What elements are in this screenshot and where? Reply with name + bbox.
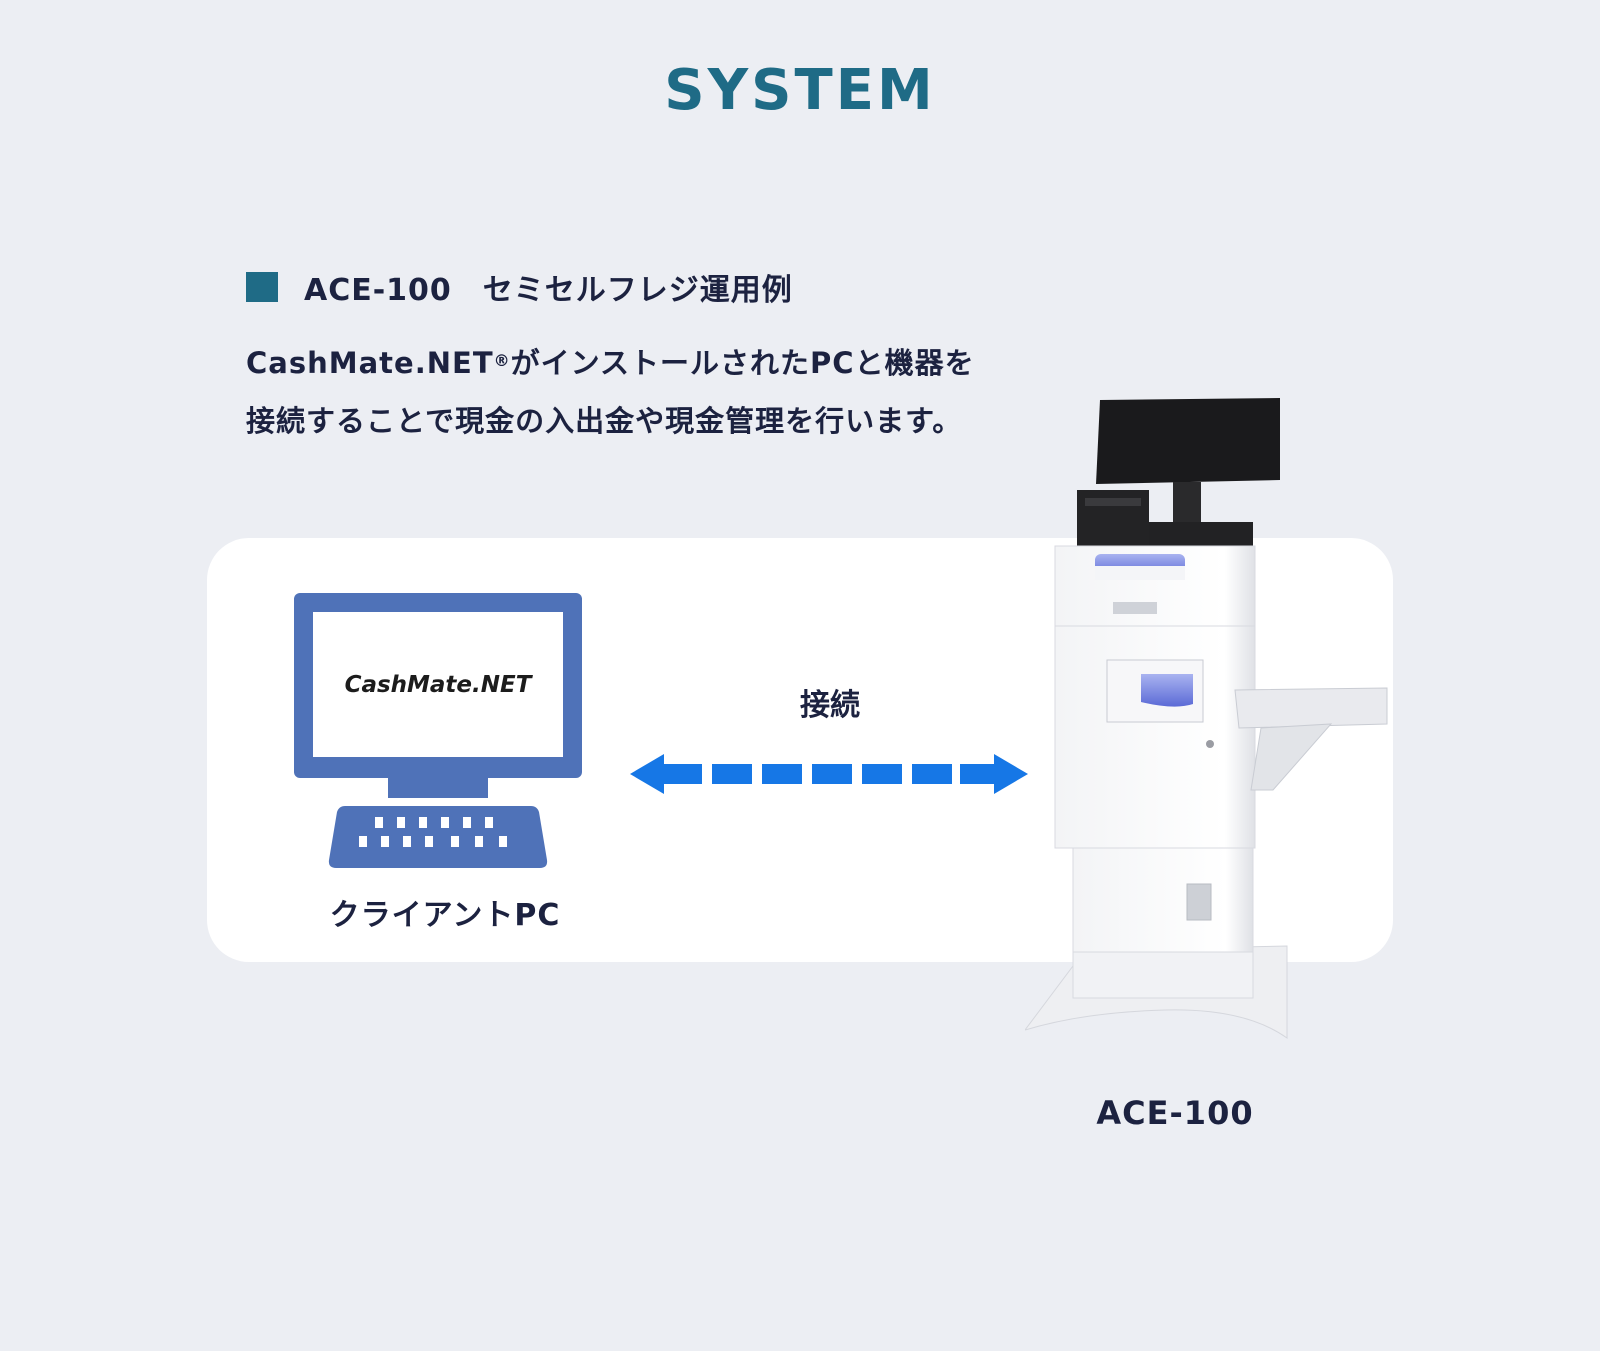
section-heading-text: ACE-100 セミセルフレジ運用例 [304, 273, 793, 308]
registered-mark: ® [493, 351, 511, 370]
client-screen-logo: CashMate.NET [345, 672, 534, 698]
section-heading: ACE-100 セミセルフレジ運用例 [246, 270, 793, 308]
client-pc-illustration: CashMate.NET [294, 593, 582, 868]
connection-label: 接続 [800, 688, 860, 723]
description-line-2: 接続することで現金の入出金や現金管理を行います。 [246, 404, 963, 438]
monitor-icon [294, 593, 582, 798]
page-title: SYSTEM [664, 58, 936, 123]
keyboard-icon [328, 806, 548, 868]
description-line-1: CashMate.NET®がインストールされたPCと機器を [246, 334, 1146, 392]
kiosk-device-image [1025, 398, 1388, 1039]
section-description: CashMate.NET®がインストールされたPCと機器を 接続することで現金の… [246, 334, 1146, 450]
square-bullet-icon [246, 272, 278, 302]
double-arrow-icon [630, 754, 1028, 794]
description-product-name: CashMate.NET [246, 346, 494, 380]
device-label: ACE-100 [1096, 1094, 1254, 1132]
description-line-1-rest: がインストールされたPCと機器を [510, 346, 975, 380]
client-pc-label: クライアントPC [329, 898, 561, 933]
